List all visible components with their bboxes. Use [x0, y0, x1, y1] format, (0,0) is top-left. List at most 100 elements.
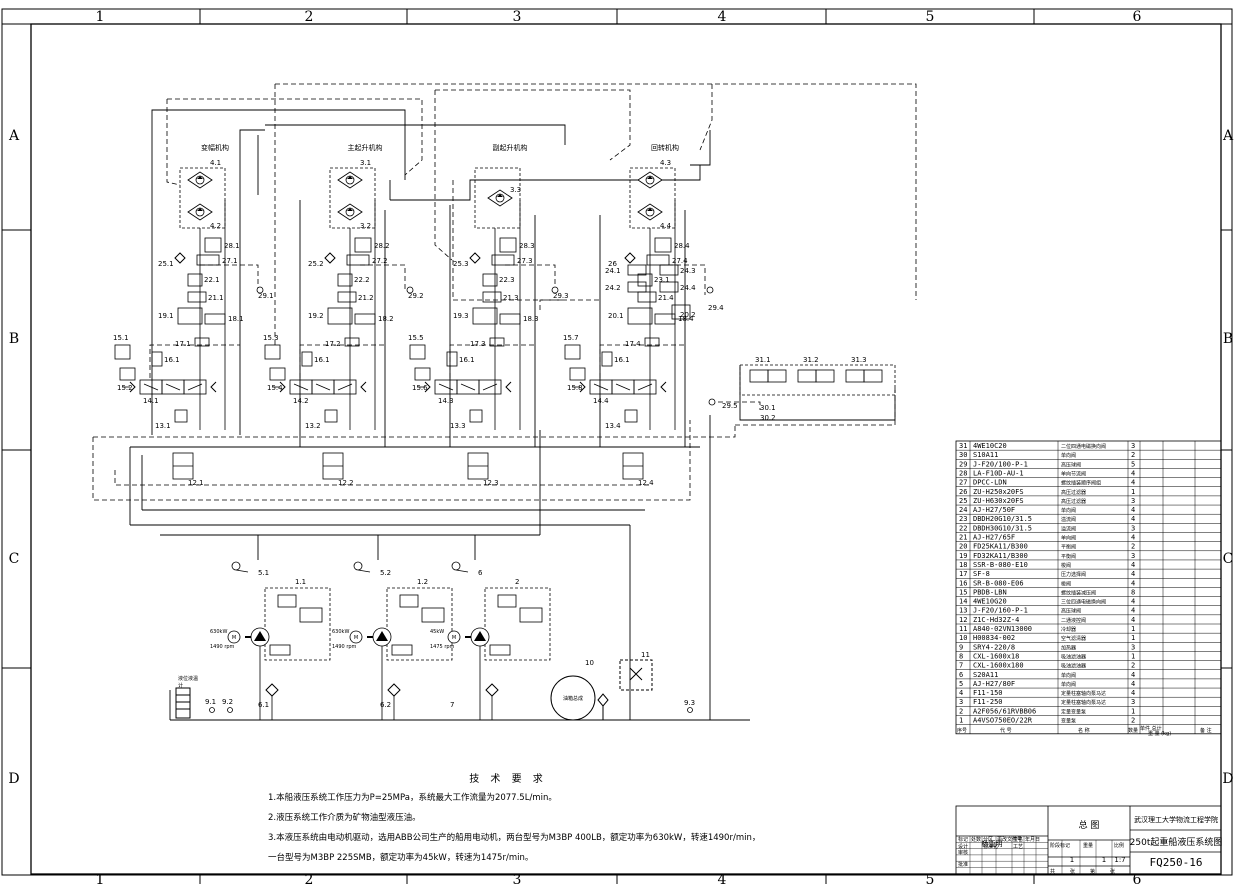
label-28.2: 28.2: [374, 242, 390, 250]
hydraulic-motor-4.4: [637, 203, 663, 221]
bom-code: SSR-B-080-E10: [973, 561, 1028, 569]
filter-25.3: [469, 252, 481, 264]
label-pump-1.1: 1.1: [295, 578, 306, 586]
bom-name: 定量变量泵: [1061, 708, 1086, 715]
filter-7: [485, 683, 499, 697]
bom-name: 变量泵: [1061, 718, 1076, 725]
valve-27.3: [491, 254, 515, 266]
bom-name: 定量柱塞轴向泵马达: [1061, 699, 1106, 706]
label-6.1: 6.1: [258, 701, 269, 709]
zone-col-bottom-2: 2: [305, 872, 314, 884]
notes-title: 技 术 要 求: [469, 774, 547, 785]
label-17.3: 17.3: [470, 340, 486, 348]
title-block-frame: [955, 805, 1222, 875]
label-29.4: 29.4: [708, 304, 724, 312]
filter-6.1: [265, 683, 279, 697]
bom-qty: 4: [1131, 479, 1135, 487]
title-label-11: 阶段标记: [1050, 842, 1070, 849]
label-17.2: 17.2: [325, 340, 341, 348]
bom-name: 梭阀: [1061, 562, 1071, 569]
label-27.4: 27.4: [672, 257, 688, 265]
hydraulic-motor-4.3: [637, 171, 663, 189]
motor-label-4.2: 4.2: [210, 222, 221, 230]
check-21.3: [482, 291, 502, 303]
bom-qty: 4: [1131, 570, 1135, 578]
zone-col-top-2: 2: [305, 9, 314, 25]
dcv-31.2-a: [797, 369, 817, 383]
reducer-15.2: [119, 367, 136, 381]
title-sheet-no: 1: [1102, 856, 1106, 864]
bom-code: A4VSO750EO/22R: [973, 717, 1033, 725]
balance-valve-20.1: [627, 307, 653, 325]
zone-row-right-D: D: [1222, 771, 1233, 787]
bom-name: 高压球阀: [1061, 461, 1081, 468]
label-17.4: 17.4: [625, 340, 641, 348]
balance-valve-19.1: [177, 307, 203, 325]
motor-mark-1.1: M: [232, 635, 236, 641]
bom-qty: 4: [1131, 469, 1135, 477]
bom-code: CXL-1600x18: [973, 652, 1019, 660]
bom-no: 12: [959, 616, 967, 624]
title-sheet-count: 1: [1070, 856, 1074, 864]
label-15.1: 15.1: [113, 334, 129, 342]
label-24.3: 24.3: [680, 267, 696, 275]
control-valve-1.1: [277, 594, 297, 608]
title-code: FQ250-16: [1150, 856, 1203, 869]
bom-code: Z1C-Hd32Z-4: [973, 616, 1019, 624]
zone-col-top-1: 1: [96, 9, 105, 25]
bom-no: 8: [959, 652, 963, 660]
zone-col-top-5: 5: [926, 9, 935, 25]
electric-motor-1.2: [349, 630, 363, 644]
directional-valve-14.2: [279, 379, 367, 395]
hydraulic-motor-3.1: [337, 171, 363, 189]
bom-no: 28: [959, 469, 967, 477]
ball-valve-29.3: [551, 286, 559, 294]
label-21.4: 21.4: [658, 294, 674, 302]
bom-qty: 4: [1131, 598, 1135, 606]
label-24.4: 24.4: [680, 284, 696, 292]
bom-qty: 4: [1131, 561, 1135, 569]
bom-qty: 2: [1131, 451, 1135, 459]
motor-label-3.2: 3.2: [360, 222, 371, 230]
bom-name: 吸油滤油器: [1061, 653, 1086, 660]
reducer-15.8: [569, 367, 586, 381]
zone-row-left-A: A: [8, 128, 20, 144]
label-28.3: 28.3: [519, 242, 535, 250]
zone-col-top-4: 4: [718, 9, 727, 25]
label-13.3: 13.3: [450, 422, 466, 430]
motor-frame-1: [179, 167, 226, 229]
zone-col-bottom-4: 4: [718, 872, 727, 884]
bom-no: 19: [959, 552, 967, 560]
check-24.2: [627, 281, 647, 293]
level-gauge-label-1: 液位液温: [178, 675, 198, 682]
regulator-1.2: [421, 607, 445, 623]
bom-name: 压力选择阀: [1061, 571, 1086, 578]
ball-valve-29.4: [706, 286, 714, 294]
ball-valve-29.1: [256, 286, 264, 294]
label-9.3: 9.3: [684, 699, 695, 707]
label-6.2: 6.2: [380, 701, 391, 709]
shuttle-16.1: [301, 351, 313, 367]
reducer-15.4: [269, 367, 286, 381]
bom-no: 5: [959, 680, 963, 688]
bom-header-qty: 数量: [1128, 727, 1138, 734]
label-19.3: 19.3: [453, 312, 469, 320]
dv-right-1: [183, 379, 207, 395]
label-18.3: 18.3: [523, 315, 539, 323]
bom-qty: 2: [1131, 717, 1135, 725]
label-19.2: 19.2: [308, 312, 324, 320]
bom-name: 高压过滤器: [1061, 498, 1086, 505]
bom-code: S10A11: [973, 451, 998, 459]
title-label-1: 处数: [971, 836, 981, 843]
